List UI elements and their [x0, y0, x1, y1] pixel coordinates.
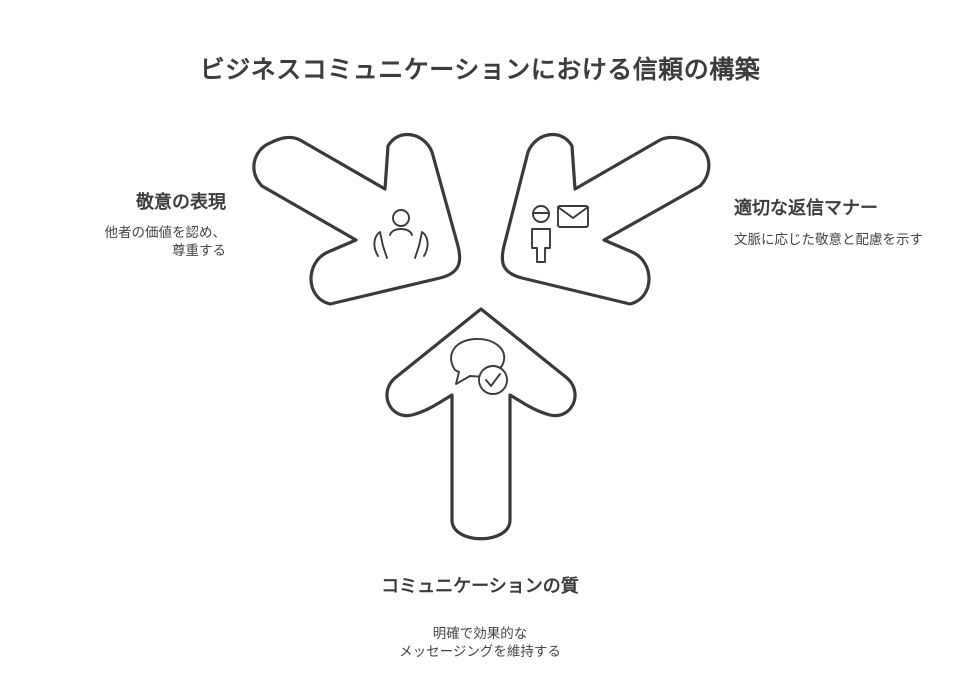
diagram-title: ビジネスコミュニケーションにおける信頼の構築 [199, 55, 761, 84]
person-mail-icon [531, 205, 589, 263]
desc-respect-line-1: 他者の価値を認め、 [104, 225, 227, 241]
arrow-quality [385, 307, 577, 541]
desc-quality: 明確で効果的な メッセージングを維持する [280, 625, 680, 661]
heading-quality: コミュニケーションの質 [381, 576, 579, 597]
chat-check-icon [450, 338, 508, 395]
desc-respect: 他者の価値を認め、 尊重する [60, 224, 227, 260]
arrow-respect [252, 132, 462, 306]
respect-hands-icon [373, 209, 429, 259]
desc-quality-line-2: メッセージングを維持する [399, 644, 561, 660]
desc-quality-line-1: 明確で効果的な [432, 626, 528, 642]
desc-manner: 文脈に応じた敬意と配慮を示す [734, 231, 954, 249]
heading-respect: 敬意の表現 [136, 192, 226, 213]
heading-manner: 適切な返信マナー [734, 198, 878, 219]
desc-manner-line-1: 文脈に応じた敬意と配慮を示す [734, 232, 923, 248]
desc-respect-line-2: 尊重する [172, 243, 226, 259]
arrow-manner [500, 132, 711, 306]
